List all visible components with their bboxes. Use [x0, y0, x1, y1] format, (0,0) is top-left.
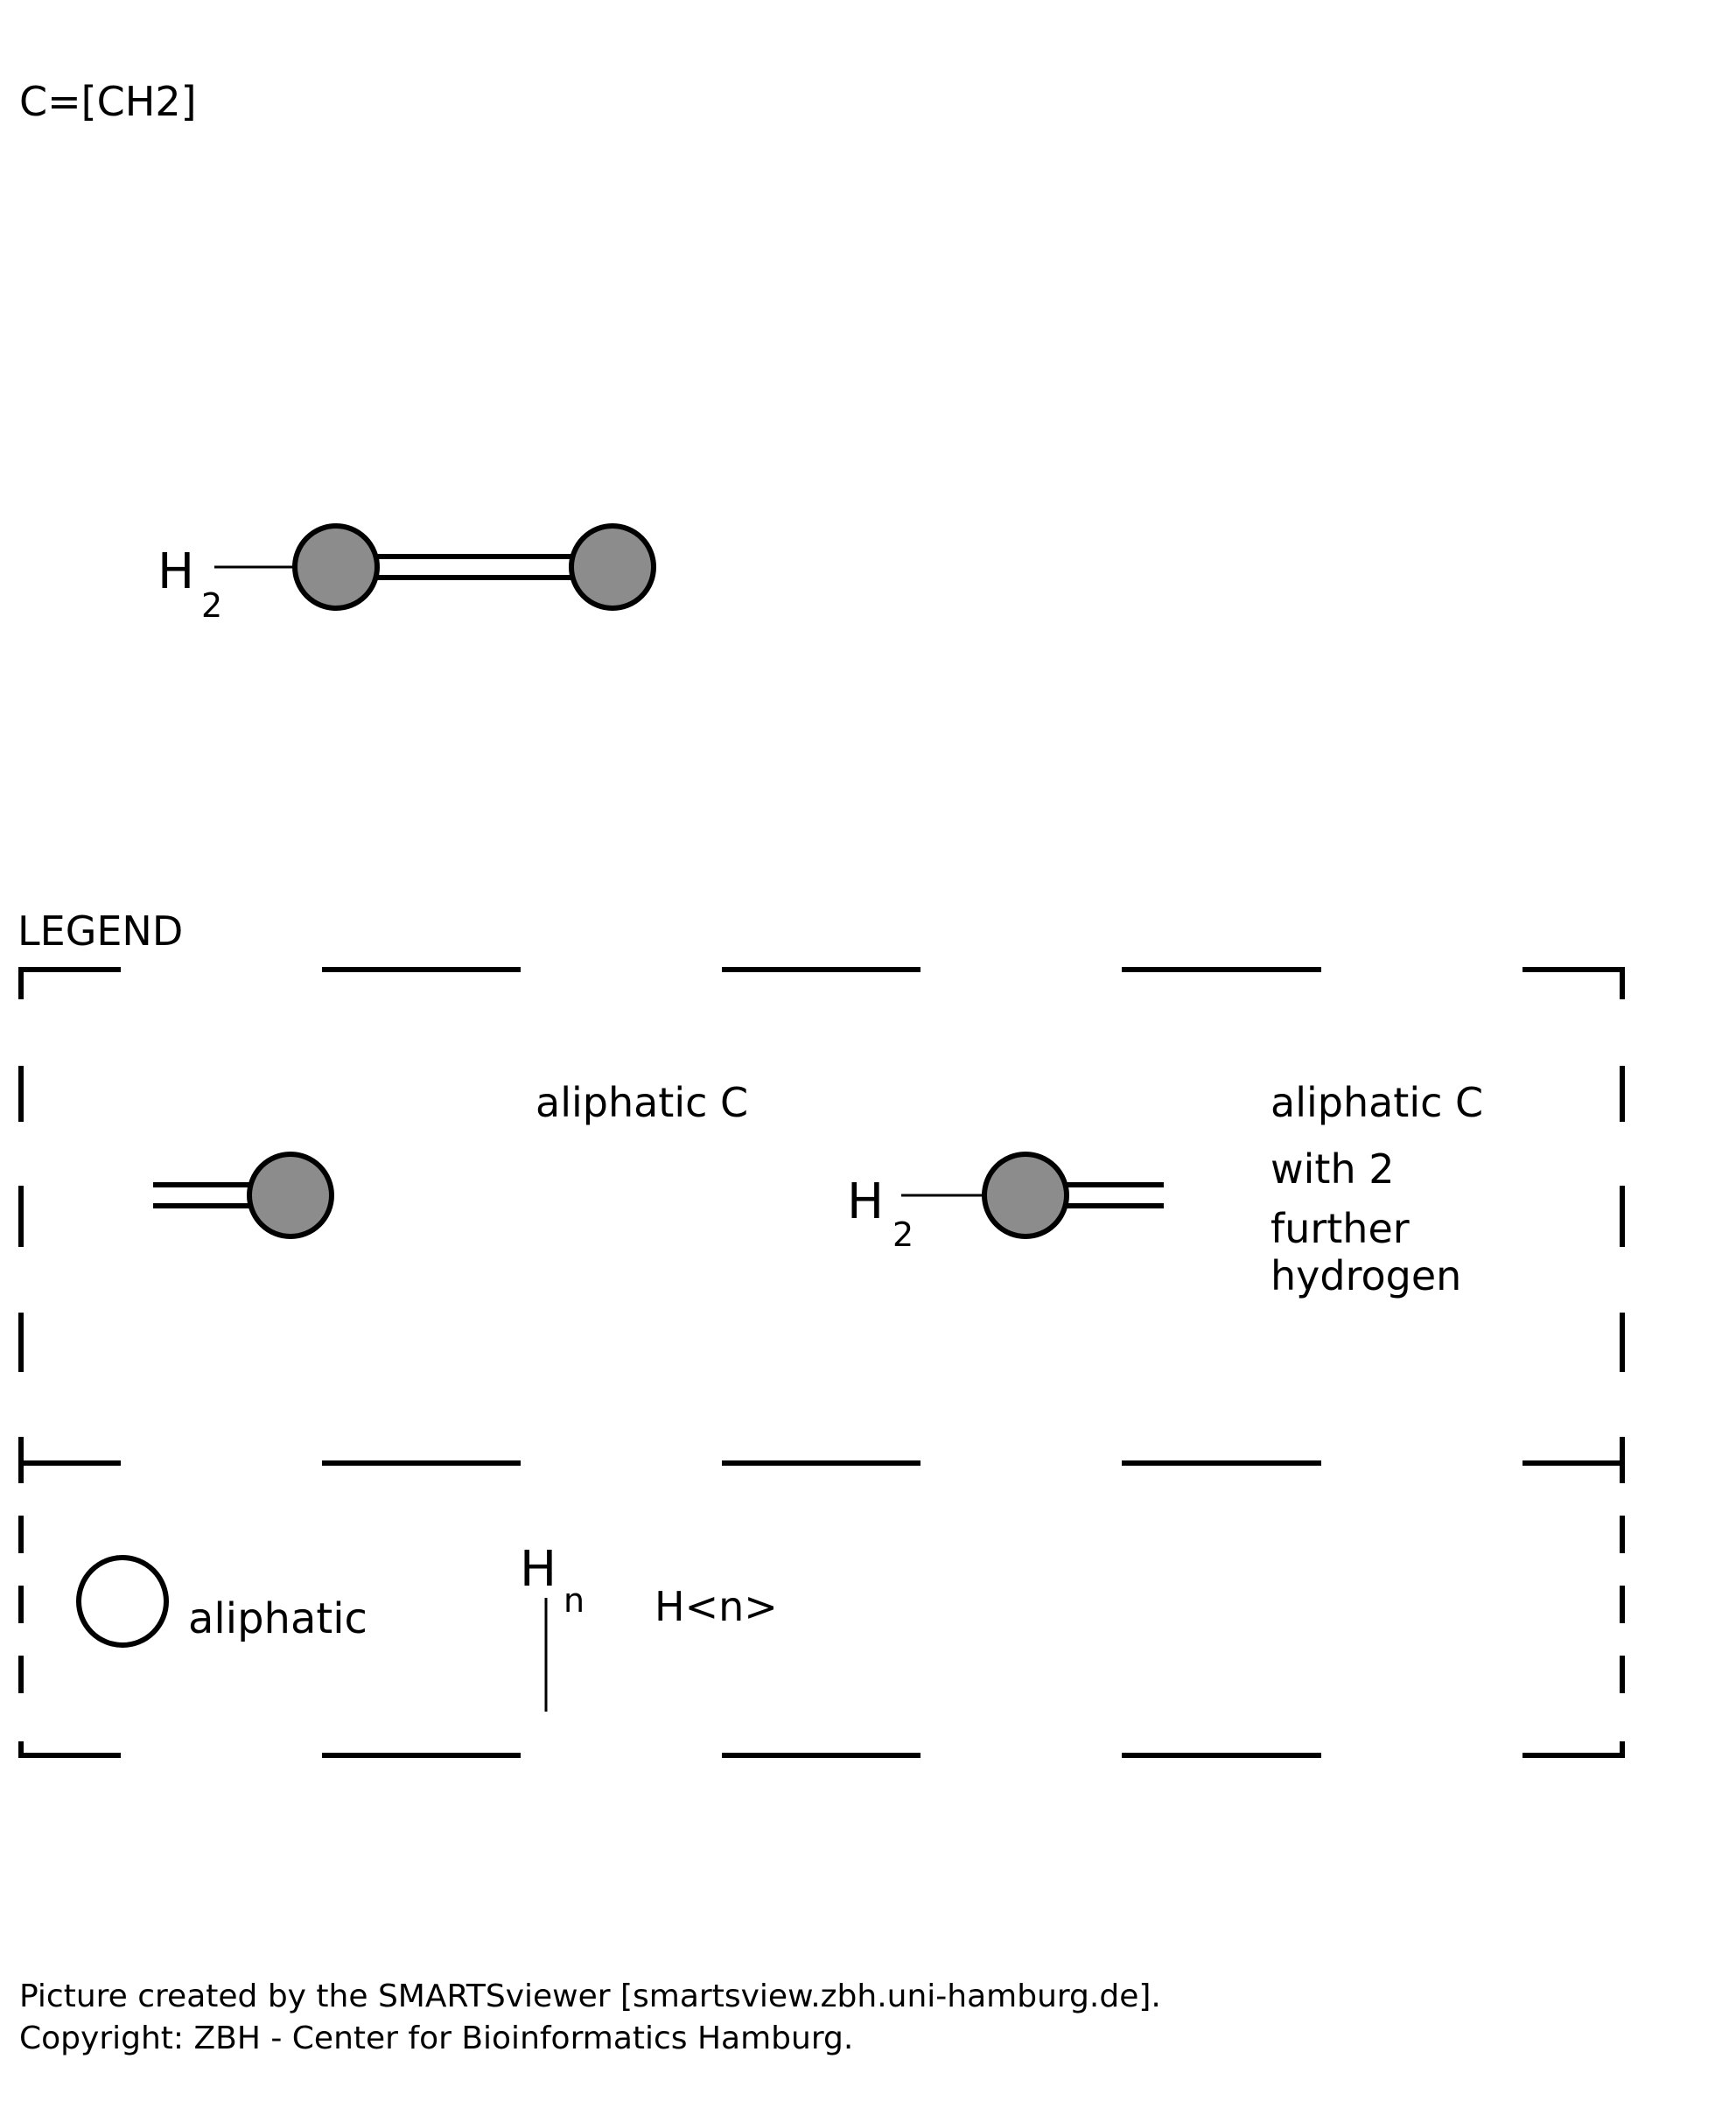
hydrogen-label: H: [158, 543, 194, 600]
legend-atom-ch2: [982, 1152, 1069, 1239]
legend-entry-aliphatic-c: aliphatic C: [153, 1079, 748, 1239]
legend-hydrogen-count: 2: [892, 1215, 914, 1254]
legend-label-ch2-line-1: aliphatic C: [1270, 1079, 1483, 1126]
legend-border: [18, 967, 1625, 1758]
legend-hn-subscript: n: [564, 1581, 584, 1620]
smarts-title: C=[CH2]: [19, 78, 197, 125]
legend-title: LEGEND: [18, 907, 183, 955]
legend-label-ch2-line-3: further: [1270, 1205, 1410, 1252]
legend-label-ch2-line-2: with 2: [1270, 1145, 1394, 1193]
footer-line-2: Copyright: ZBH - Center for Bioinformati…: [19, 2020, 854, 2056]
atom-ch2: [292, 523, 380, 611]
footer-line-1: Picture created by the SMARTSviewer [sma…: [19, 1978, 1161, 2014]
legend-label-ch2-line-4: hydrogen: [1270, 1252, 1461, 1299]
legend-entry-ch2: H 2 aliphatic C with 2 further hydrogen: [847, 1079, 1483, 1299]
atom-c: [569, 523, 656, 611]
legend-hn-symbol: H: [520, 1541, 556, 1598]
legend-hydrogen-label: H: [847, 1173, 884, 1230]
legend-atom-c: [247, 1152, 334, 1239]
footer: Picture created by the SMARTSviewer [sma…: [19, 1976, 1161, 2060]
legend-entry-aliphatic: aliphatic: [76, 1555, 368, 1648]
legend-label-hn: H<n>: [654, 1583, 778, 1630]
legend-label-aliphatic-c: aliphatic C: [536, 1079, 748, 1126]
molecule: H 2: [158, 523, 656, 625]
hydrogen-count: 2: [201, 586, 222, 625]
legend-entry-hn: H n H<n>: [520, 1541, 778, 1712]
legend-label-aliphatic: aliphatic: [188, 1594, 368, 1643]
legend-aliphatic-circle: [76, 1555, 169, 1648]
